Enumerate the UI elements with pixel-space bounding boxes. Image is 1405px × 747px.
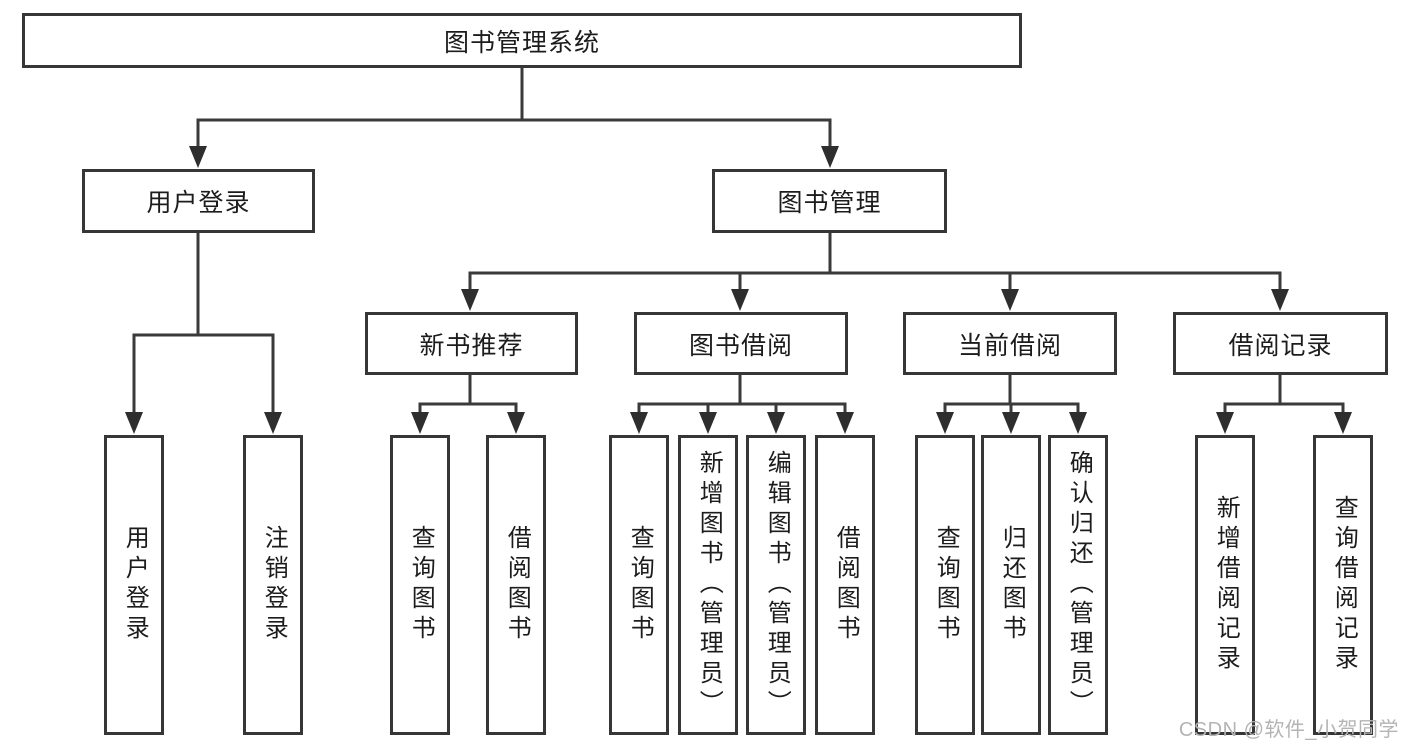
node-label: 新书推荐 — [419, 331, 524, 360]
node-leaf-query-borrow-record: 查询借阅记录 — [1313, 435, 1373, 735]
node-leaf-edit-books-admin: 编辑图书（管理员） — [746, 435, 806, 735]
node-leaf-confirm-return-admin: 确认归还（管理员） — [1048, 435, 1108, 735]
node-borrowing-records: 借阅记录 — [1173, 312, 1388, 375]
node-label: 借阅图书 — [503, 525, 531, 645]
node-leaf-logout: 注销登录 — [243, 435, 303, 735]
node-label: 查询借阅记录 — [1330, 495, 1358, 675]
node-leaf-borrow-books-recommend: 借阅图书 — [486, 435, 546, 735]
node-label: 用户登录 — [121, 525, 149, 645]
node-label: 编辑图书（管理员） — [763, 450, 791, 720]
node-book-borrowing: 图书借阅 — [634, 312, 848, 375]
node-leaf-borrow-books: 借阅图书 — [815, 435, 875, 735]
node-label: 查询图书 — [407, 525, 435, 645]
node-label: 用户登录 — [146, 189, 251, 217]
node-leaf-query-books-current: 查询图书 — [915, 435, 975, 735]
node-label: 查询图书 — [626, 525, 654, 645]
node-label: 借阅记录 — [1228, 331, 1333, 360]
node-library-management-system: 图书管理系统 — [22, 13, 1022, 68]
node-leaf-query-books-borrowing: 查询图书 — [609, 435, 669, 735]
node-leaf-query-books-recommend: 查询图书 — [390, 435, 450, 735]
node-label: 确认归还（管理员） — [1065, 450, 1093, 720]
node-label: 借阅图书 — [832, 525, 860, 645]
node-label: 归还图书 — [998, 525, 1026, 645]
node-leaf-add-books-admin: 新增图书（管理员） — [678, 435, 738, 735]
node-current-borrowing: 当前借阅 — [903, 312, 1117, 375]
node-leaf-add-borrow-record: 新增借阅记录 — [1195, 435, 1255, 735]
node-label: 注销登录 — [260, 525, 288, 645]
node-label: 当前借阅 — [957, 331, 1062, 360]
node-new-book-recommendation: 新书推荐 — [365, 312, 578, 375]
node-label: 查询图书 — [932, 525, 960, 645]
node-label: 图书管理 — [777, 189, 882, 217]
node-book-management: 图书管理 — [712, 169, 947, 233]
node-label: 图书管理系统 — [443, 28, 600, 57]
node-user-login: 用户登录 — [82, 169, 315, 233]
node-leaf-user-login: 用户登录 — [104, 435, 164, 735]
node-label: 新增借阅记录 — [1212, 495, 1240, 675]
csdn-watermark: CSDN @软件_小贺同学 — [1178, 719, 1399, 741]
node-leaf-return-books: 归还图书 — [981, 435, 1041, 735]
node-label: 图书借阅 — [688, 331, 793, 360]
node-label: 新增图书（管理员） — [695, 450, 723, 720]
